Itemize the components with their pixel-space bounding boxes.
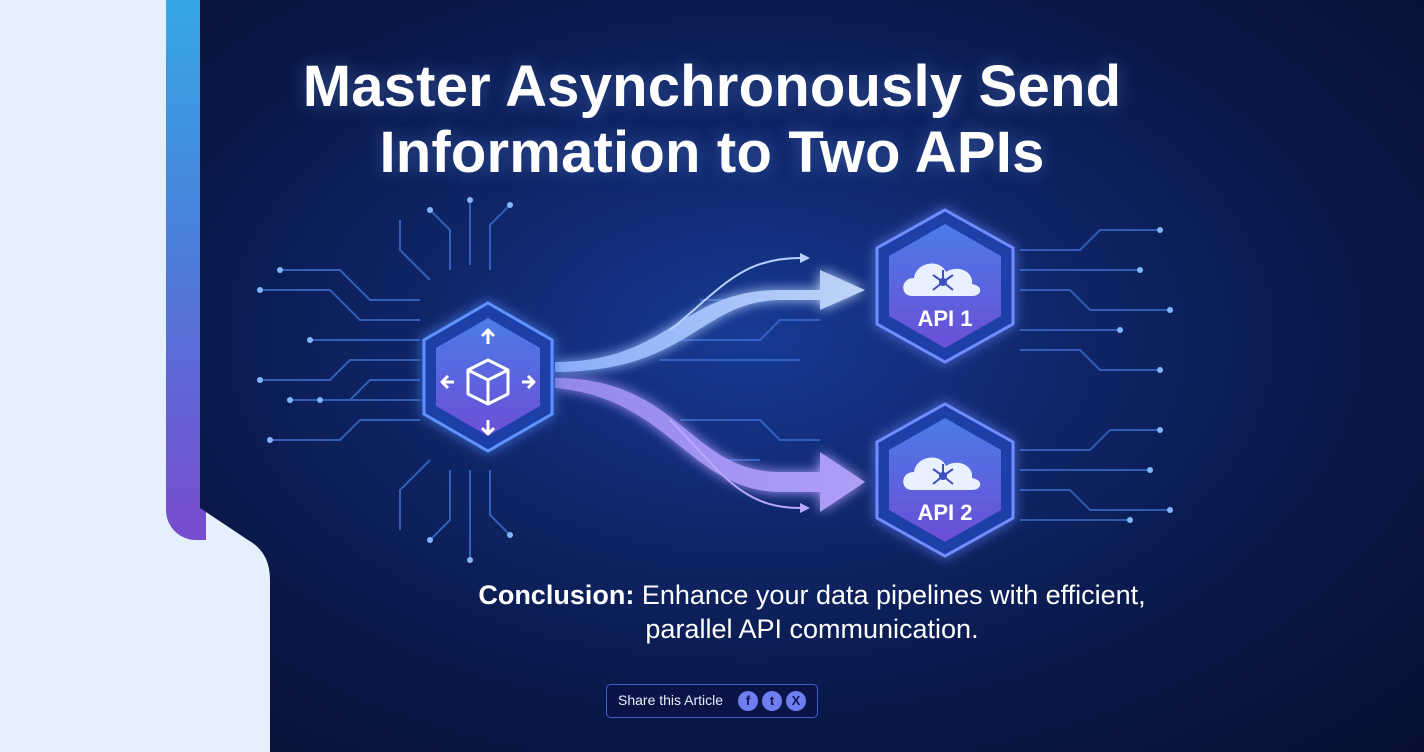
source-node <box>424 303 552 451</box>
package-box-icon <box>442 330 534 434</box>
page-title: Master Asynchronously Send Information t… <box>0 54 1424 186</box>
network-glyphs <box>933 270 953 484</box>
share-bar: Share this Article f t X <box>606 684 818 718</box>
share-label: Share this Article <box>618 692 724 708</box>
x-icon[interactable]: X <box>786 691 806 711</box>
conclusion-prefix: Conclusion: <box>478 580 635 610</box>
title-line-2: Information to Two APIs <box>379 120 1045 185</box>
conclusion-body-2: parallel API communication. <box>645 614 979 644</box>
title-line-1: Master Asynchronously Send <box>302 54 1122 119</box>
conclusion-body-1: Enhance your data pipelines with efficie… <box>641 580 1146 610</box>
arrow-to-api2 <box>555 378 865 512</box>
conclusion-text: Conclusion: Enhance your data pipelines … <box>300 578 1324 646</box>
circuit-lines-right <box>660 230 1170 520</box>
accent-bar <box>166 0 206 540</box>
hero-banner: API 1 API 2 <box>200 0 1424 752</box>
circuit-illustration <box>200 0 1424 752</box>
api1-label: API 1 <box>917 306 973 331</box>
arrow-to-api1 <box>555 270 865 372</box>
circuit-dots-right <box>1117 227 1173 523</box>
facebook-icon[interactable]: f <box>738 691 758 711</box>
conclusion-line-1: Conclusion: Enhance your data pipelines … <box>300 578 1324 612</box>
share-box <box>606 684 818 718</box>
circuit-dots-left <box>257 197 513 563</box>
api2-label: API 2 <box>917 500 973 525</box>
twitter-icon[interactable]: t <box>762 691 782 711</box>
